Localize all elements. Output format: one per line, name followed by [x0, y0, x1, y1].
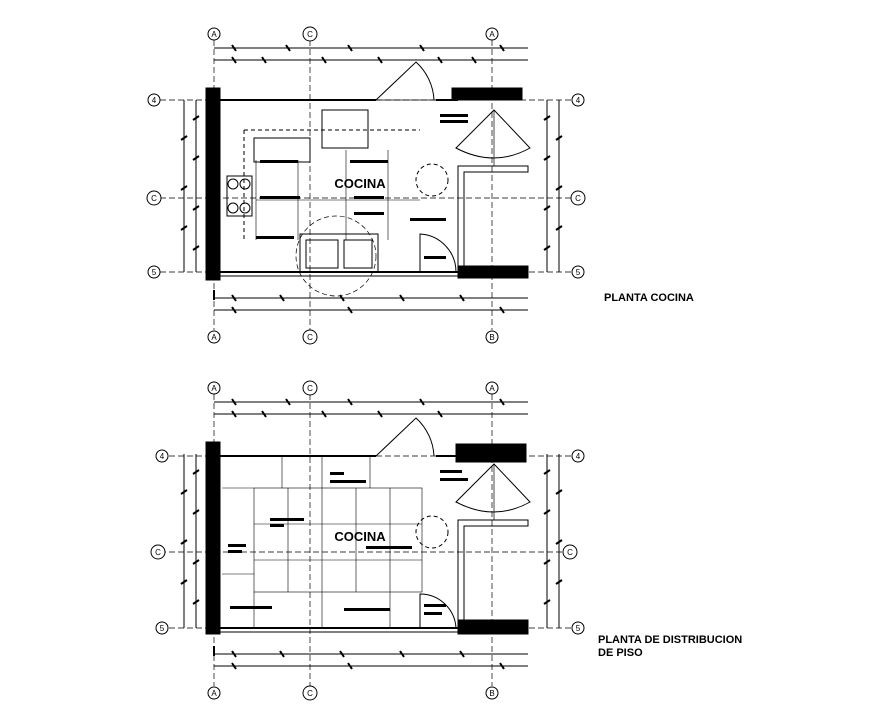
bubble-label: A — [211, 30, 217, 39]
bubble-label: 4 — [576, 96, 581, 105]
wall-block-bottom-right — [457, 265, 529, 279]
bubble-label: A — [211, 689, 217, 698]
room-label-top: COCINA — [334, 176, 386, 191]
room-label-bottom: COCINA — [334, 529, 386, 544]
bubble-label: C — [307, 384, 313, 393]
counter-top — [253, 137, 311, 163]
bubble-label: C — [567, 548, 573, 557]
bubble-label: C — [575, 194, 581, 203]
bubble-label: 4 — [160, 452, 165, 461]
fridge — [321, 109, 369, 149]
bubble-label: C — [151, 194, 157, 203]
bubble-label: 5 — [576, 624, 581, 633]
floor-tile-grid — [222, 456, 423, 628]
wall-right-return — [457, 165, 529, 267]
sheet-title-bottom-line2: DE PISO — [598, 647, 643, 659]
floor-tile-lines — [255, 150, 420, 240]
bubble-label: 5 — [576, 268, 581, 277]
bubble-label: 4 — [576, 452, 581, 461]
bubble-label: A — [211, 333, 217, 342]
bubble-label: B — [489, 689, 494, 698]
plan-planta-cocina — [160, 40, 572, 330]
door-swing-bottom — [419, 233, 457, 273]
bubble-label: C — [155, 548, 161, 557]
plan-planta-distribucion — [160, 394, 572, 686]
bubble-label: B — [489, 333, 494, 342]
door-swing-right — [455, 109, 531, 159]
sink — [295, 215, 379, 297]
stove-burners — [226, 175, 253, 217]
bubble-label: 5 — [160, 624, 165, 633]
bubble-label: C — [307, 689, 313, 698]
bubble-label: A — [211, 384, 217, 393]
turning-circle — [415, 163, 449, 197]
grid-bubbles-bottom: A C A A C B 4 C 5 4 C 5 — [150, 380, 585, 701]
sheet-title-top: PLANTA COCINA — [604, 292, 694, 304]
wall-block-top-right — [451, 87, 523, 101]
grid-bubbles-top: A C A A C B 4 C 5 4 C 5 — [146, 26, 586, 345]
bubble-label: A — [489, 30, 495, 39]
door-swing-top — [375, 61, 435, 101]
bubble-label: C — [307, 30, 313, 39]
annotation-bars — [256, 114, 468, 259]
dim-ticks — [180, 44, 563, 314]
wall-left — [205, 87, 221, 281]
bubble-label: A — [489, 384, 495, 393]
bubble-label: 4 — [152, 96, 157, 105]
bubble-label: 5 — [152, 268, 157, 277]
bubble-label: C — [307, 333, 313, 342]
sheet-title-bottom-line1: PLANTA DE DISTRIBUCION — [598, 634, 742, 646]
